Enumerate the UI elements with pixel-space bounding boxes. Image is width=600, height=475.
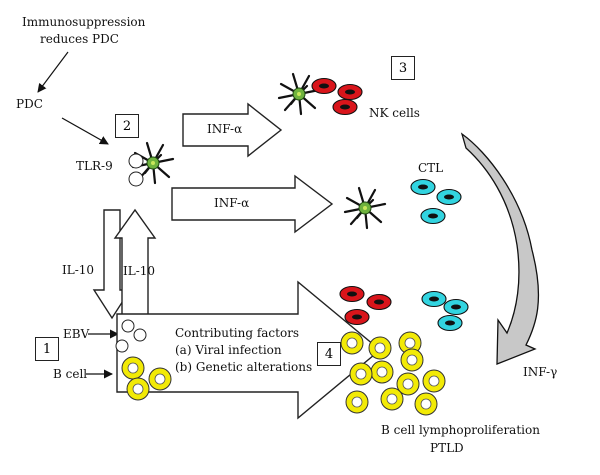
cell-nucleus [345, 89, 355, 95]
b-cell-nucleus [374, 342, 386, 354]
cell-nucleus [418, 184, 428, 190]
step-number-4: 4 [317, 342, 341, 366]
label-reduces-pdc: reduces PDC [40, 32, 119, 46]
b-cell-nucleus [154, 373, 166, 385]
b-cell-nucleus [355, 368, 367, 380]
label-factor-a: (a) Viral infection [175, 343, 282, 357]
block-arrow-inf-alpha-top [182, 102, 283, 158]
dendritic-cell-nucleus [151, 161, 155, 165]
label-nk-cells: NK cells [369, 106, 420, 120]
block-arrow-inf-alpha-mid [171, 174, 334, 234]
label-immunosuppression: Immunosuppression [22, 15, 146, 29]
ebv-particle [121, 319, 135, 333]
label-il10-left: IL-10 [62, 263, 95, 277]
label-tlr9: TLR-9 [76, 159, 113, 173]
nk-cell-group-top [311, 77, 363, 116]
cell-nucleus [428, 213, 438, 219]
label-ptld: PTLD [430, 441, 464, 455]
step-number-3: 3 [391, 56, 415, 80]
b-cell-nucleus [376, 366, 388, 378]
b-cell-nucleus [402, 378, 414, 390]
cell-nucleus [429, 296, 439, 302]
b-cell-cluster-ptld [340, 331, 446, 416]
label-pdc: PDC [16, 97, 43, 111]
cell-nucleus [319, 83, 329, 89]
b-cell-nucleus [351, 396, 363, 408]
tlr9-receptor-circle [128, 153, 144, 169]
cell-nucleus [445, 320, 455, 326]
b-cell-nucleus [420, 398, 432, 410]
nk-cell-group-bottom [339, 285, 392, 326]
ctl-cell-group-bottom [421, 290, 469, 332]
b-cell-nucleus [404, 337, 416, 349]
cell-nucleus [451, 304, 461, 310]
label-contributing-factors: Contributing factors [175, 326, 300, 340]
cell-nucleus [352, 314, 362, 320]
dendritic-cell-ctl [343, 186, 387, 230]
step-number-2: 2 [115, 114, 139, 138]
b-cell-nucleus [406, 354, 418, 366]
block-arrow-il10-up [113, 208, 157, 319]
label-factor-b: (b) Genetic alterations [175, 360, 313, 374]
step-number-1: 1 [35, 337, 59, 361]
b-cell-group-source [121, 356, 172, 401]
dendritic-cell-nucleus [363, 206, 367, 210]
curved-arrow-inf-gamma [460, 132, 540, 365]
arrow-pdc-to-dendritic [61, 117, 109, 145]
b-cell-nucleus [386, 393, 398, 405]
cell-nucleus [374, 299, 384, 305]
arrow-immuno-to-pdc [37, 51, 69, 93]
label-b-cell: B cell [53, 367, 88, 381]
b-cell-nucleus [132, 383, 144, 395]
cell-nucleus [444, 194, 454, 200]
b-cell-nucleus [428, 375, 440, 387]
label-b-cell-lymphoproliferation: B cell lymphoproliferation [381, 423, 540, 437]
ebv-particle [133, 328, 147, 342]
b-cell-nucleus [127, 362, 139, 374]
label-ebv: EBV [63, 327, 90, 341]
cell-nucleus [340, 104, 350, 110]
label-inf-gamma: INF-γ [523, 365, 558, 379]
label-il10-right: IL-10 [123, 264, 156, 278]
ebv-particle [115, 339, 129, 353]
cell-nucleus [347, 291, 357, 297]
label-ctl: CTL [418, 161, 444, 175]
label-inf-alpha-top: INF-α [207, 122, 243, 136]
block-arrow-il10-down [92, 209, 132, 320]
dendritic-cell-nucleus [297, 92, 301, 96]
tlr9-receptor-circle [128, 171, 144, 187]
label-inf-alpha-mid: INF-α [214, 196, 250, 210]
ctl-cell-group-top [410, 178, 462, 225]
dendritic-cell-nk [277, 72, 321, 116]
b-cell-nucleus [346, 337, 358, 349]
